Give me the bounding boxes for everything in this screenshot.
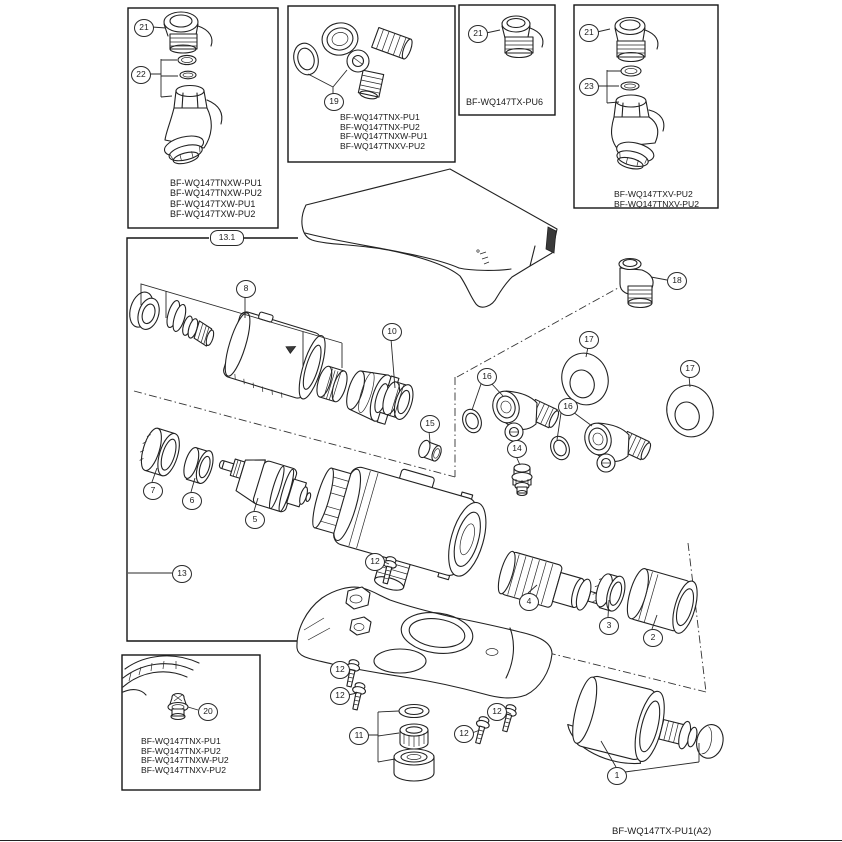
callout-13: 13 — [172, 565, 192, 583]
part-number: BF-WQ147TNX-PU1 — [141, 736, 221, 746]
washer-16a — [462, 408, 482, 434]
callout-18: 18 — [667, 272, 687, 290]
callout-23: 23 — [579, 78, 599, 96]
callout-19: 19 — [324, 93, 344, 111]
callout-12: 12 — [487, 703, 507, 721]
flange-17b — [666, 384, 714, 438]
ring-6 — [183, 447, 214, 484]
callout-21: 21 — [134, 19, 154, 37]
ring-3 — [592, 573, 626, 612]
chain-lines — [133, 287, 707, 693]
callout-12: 12 — [365, 553, 385, 571]
seal-cap — [129, 291, 160, 330]
inset2-oring — [293, 42, 319, 76]
callout-6: 6 — [182, 492, 202, 510]
callout-13-1: 13.1 — [210, 230, 244, 246]
handle-1 — [567, 675, 724, 764]
callout-20: 20 — [198, 703, 218, 721]
callout-2: 2 — [643, 629, 663, 647]
part-number: BF-WQ147TNXW-PU1 — [170, 178, 262, 188]
callout-12: 12 — [330, 687, 350, 705]
flange-17a — [561, 352, 609, 406]
inset1-packings — [177, 54, 197, 80]
part-number: BF-WQ147TNX-PU1 — [340, 112, 420, 122]
leader-lines — [128, 26, 700, 773]
union-16b — [584, 422, 652, 473]
callout-8: 8 — [236, 280, 256, 298]
inset4-elbow-top — [614, 16, 659, 63]
inset5-body-corner — [122, 655, 200, 696]
callout-12: 12 — [454, 725, 474, 743]
union-16a — [492, 390, 560, 442]
inset1-part-numbers: BF-WQ147TNXW-PU1 BF-WQ147TNXW-PU2 BF-WQ1… — [170, 178, 262, 219]
inset4-packings — [620, 65, 642, 91]
valve-body — [312, 466, 487, 591]
adapter-14 — [511, 463, 533, 497]
callout-12: 12 — [330, 661, 350, 679]
callout-7: 7 — [143, 482, 163, 500]
part-number: BF-WQ147TNXV-PU2 — [141, 764, 227, 775]
callout-21: 21 — [579, 24, 599, 42]
washer-16b — [550, 435, 570, 461]
part-number: BF-WQ147TNX-PU2 — [141, 745, 221, 756]
part-number: BF-WQ147TNXW-PU1 — [340, 131, 428, 142]
elbow-18 — [618, 257, 654, 309]
inset4-big-elbow — [611, 94, 665, 170]
inset1-big-elbow — [163, 84, 223, 165]
inset3-elbow — [501, 15, 544, 59]
inset5-part-numbers: BF-WQ147TNX-PU1 BF-WQ147TNX-PU2 BF-WQ147… — [141, 736, 229, 775]
check-valve-20 — [167, 692, 189, 721]
part-number: BF-WQ147TXW-PU2 — [170, 208, 256, 219]
knurl-ring — [316, 365, 348, 403]
seat-11-stack — [393, 703, 435, 782]
inset2-wall-union-19 — [321, 22, 413, 100]
part-number: BF-WQ147TNX-PU2 — [340, 121, 420, 132]
adapter-15 — [418, 439, 442, 462]
ring-nut-10 — [382, 381, 414, 420]
cartridge-5 — [218, 458, 312, 513]
callout-21: 21 — [468, 25, 488, 43]
part-number: BF-WQ147TNXW-PU2 — [170, 188, 262, 199]
inset2-part-numbers: BF-WQ147TNX-PU1 BF-WQ147TNX-PU2 BF-WQ147… — [340, 112, 428, 151]
callout-15: 15 — [420, 415, 440, 433]
cartridge-4 — [497, 550, 614, 611]
part-number: BF-WQ147TXV-PU2 — [614, 189, 693, 199]
callout-5: 5 — [245, 511, 265, 529]
callout-17: 17 — [680, 360, 700, 378]
callout-11: 11 — [349, 727, 369, 745]
callout-1: 1 — [607, 767, 627, 785]
callout-14: 14 — [507, 440, 527, 458]
callout-17: 17 — [579, 331, 599, 349]
part-number: BF-WQ147TNXV-PU2 — [614, 198, 700, 209]
part-number: BF-WQ147TNXW-PU2 — [141, 755, 229, 766]
drawing-number: BF-WQ147TX-PU1(A2) — [612, 826, 712, 837]
temp-dial-8 — [223, 311, 326, 400]
sleeve-2 — [626, 568, 698, 634]
part-cover-13-1 — [301, 168, 558, 308]
part-number: BF-WQ147TXW-PU1 — [170, 198, 256, 209]
callout-3: 3 — [599, 617, 619, 635]
inset1-elbow-union — [163, 11, 213, 54]
group-boundary-13 — [126, 237, 307, 642]
callout-16: 16 — [558, 398, 578, 416]
base-plate — [296, 586, 553, 699]
inset3-part-numbers: BF-WQ147TX-PU6 — [466, 97, 543, 107]
inset4-part-numbers: BF-WQ147TXV-PU2 BF-WQ147TNXV-PU2 — [614, 189, 700, 209]
cap-ring-7 — [139, 427, 180, 477]
callout-16: 16 — [477, 368, 497, 386]
spindle-stack — [166, 299, 215, 347]
callout-22: 22 — [131, 66, 151, 84]
part-number: BF-WQ147TX-PU6 — [466, 97, 544, 107]
callout-4: 4 — [519, 593, 539, 611]
part-number: BF-WQ147TNXV-PU2 — [340, 140, 426, 151]
callout-10: 10 — [382, 323, 402, 341]
inset-borders — [121, 4, 719, 791]
